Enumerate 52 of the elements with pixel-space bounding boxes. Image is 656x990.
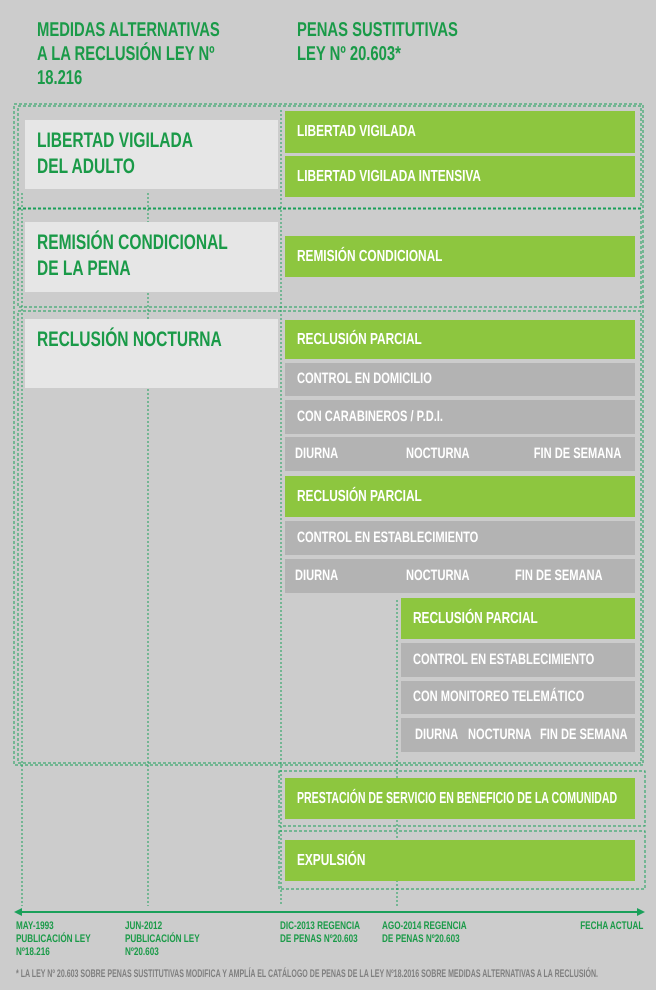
option-label: FIN DE SEMANA [540, 726, 628, 744]
option-label: CON CARABINEROS / P.D.I. [297, 408, 443, 426]
option-label: NOCTURNA [406, 444, 470, 464]
penalty-box [285, 236, 635, 277]
option-label: CON MONITOREO TELEMÁTICO [413, 688, 584, 707]
option-label: DIURNA [295, 444, 338, 464]
option-label: FIN DE SEMANA [515, 566, 603, 586]
option-label: NOCTURNA [468, 726, 532, 744]
option-label: RECLUSIÓN NOCTURNA [37, 327, 223, 353]
timeline-label: MAY-1993 PUBLICACIÓN LEY Nº18.216 [16, 920, 92, 960]
timeline-label: AGO-2014 REGENCIA DE PENAS Nº20.603 [382, 920, 468, 946]
penalty-box [285, 111, 635, 153]
option-label: LIBERTAD VIGILADA DEL ADULTO [37, 128, 194, 180]
penalty-box [285, 840, 635, 881]
penalty-box [285, 156, 635, 197]
modality-box [285, 559, 635, 593]
section-heading: MEDIDAS ALTERNATIVAS A LA RECLUSIÓN LEY Nº 18.216 [37, 18, 221, 90]
option-label: EXPULSIÓN [297, 850, 366, 870]
option-label: CONTROL EN ESTABLECIMIENTO [297, 528, 478, 548]
option-label: CONTROL EN DOMICILIO [297, 370, 432, 389]
option-label: REMISIÓN CONDICIONAL DE LA PENA [37, 230, 229, 282]
footnote: * LA LEY Nº 20.603 SOBRE PENAS SUSTITUTIVAS MODIFICA Y AMPLÍA EL CATÁLOGO DE PENAS DE LA LEY Nº18.2016 SOBRE MEDIDAS ALTERNATIVAS A LA RECLUSIÓN. [16, 968, 598, 980]
category-box [25, 120, 278, 189]
option-label: PRESTACIÓN DE SERVICIO EN BENEFICIO DE LA COMUNIDAD [297, 788, 618, 808]
option-label: CONTROL EN ESTABLECIMIENTO [413, 650, 594, 670]
section-heading: PENAS SUSTITUTIVAS LEY Nº 20.603* [297, 18, 459, 66]
timeline-label: FECHA ACTUAL [580, 920, 643, 934]
option-label: RECLUSIÓN PARCIAL [413, 608, 538, 628]
timeline-label: DIC-2013 REGENCIA DE PENAS Nº20.603 [280, 920, 361, 946]
option-label: LIBERTAD VIGILADA [297, 122, 416, 142]
modality-box [285, 437, 635, 471]
category-box [25, 319, 278, 388]
option-label: DIURNA [295, 566, 338, 586]
penalty-box [285, 778, 635, 819]
penalty-box [285, 320, 635, 359]
modality-box [285, 521, 635, 555]
option-label: REMISIÓN CONDICIONAL [297, 246, 442, 266]
penalty-box [285, 476, 635, 517]
modality-box [285, 400, 635, 434]
modality-box [285, 363, 635, 396]
timeline-label: JUN-2012 PUBLICACIÓN LEY Nº20.603 [125, 920, 200, 960]
option-label: DIURNA [415, 726, 458, 744]
option-label: FIN DE SEMANA [533, 444, 621, 464]
option-label: NOCTURNA [406, 566, 470, 586]
category-box [25, 222, 278, 292]
modality-box [401, 681, 635, 714]
modality-box [401, 718, 635, 752]
option-label: RECLUSIÓN PARCIAL [297, 486, 422, 506]
option-label: RECLUSIÓN PARCIAL [297, 330, 422, 350]
penalty-box [401, 598, 635, 639]
modality-box [401, 643, 635, 677]
option-label: LIBERTAD VIGILADA INTENSIVA [297, 166, 481, 186]
